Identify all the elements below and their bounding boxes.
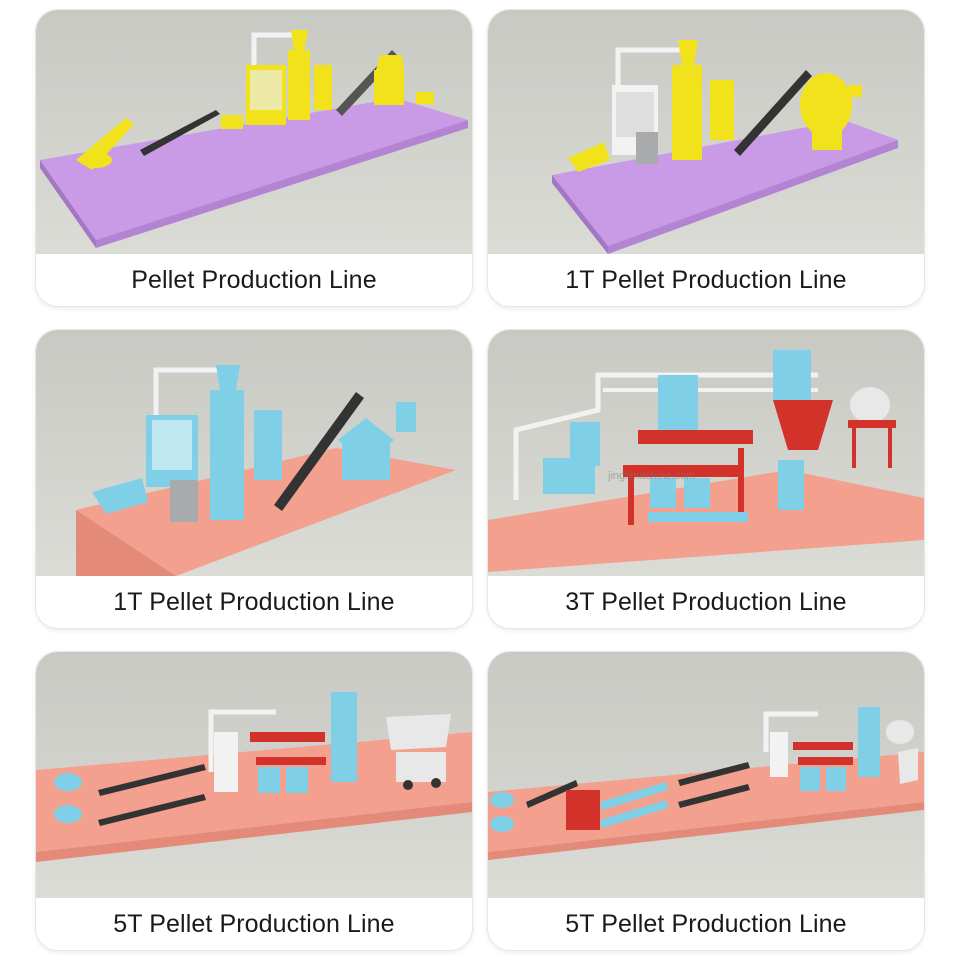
card-caption: 5T Pellet Production Line bbox=[488, 898, 924, 950]
product-card-2[interactable]: 1T Pellet Production Line bbox=[488, 10, 924, 306]
product-image bbox=[36, 330, 472, 576]
product-image bbox=[36, 10, 472, 256]
product-image bbox=[488, 652, 924, 898]
product-card-6[interactable]: 5T Pellet Production Line bbox=[488, 652, 924, 950]
product-card-1[interactable]: Pellet Production Line bbox=[36, 10, 472, 306]
card-caption: 1T Pellet Production Line bbox=[488, 254, 924, 306]
product-image bbox=[488, 10, 924, 256]
product-card-4[interactable]: jingiimachine.com 3T Pellet Production L… bbox=[488, 330, 924, 628]
product-image bbox=[36, 652, 472, 898]
card-caption: Pellet Production Line bbox=[36, 254, 472, 306]
product-image: jingiimachine.com bbox=[488, 330, 924, 576]
product-card-3[interactable]: 1T Pellet Production Line bbox=[36, 330, 472, 628]
card-caption: 1T Pellet Production Line bbox=[36, 576, 472, 628]
card-caption: 3T Pellet Production Line bbox=[488, 576, 924, 628]
card-caption: 5T Pellet Production Line bbox=[36, 898, 472, 950]
product-card-5[interactable]: 5T Pellet Production Line bbox=[36, 652, 472, 950]
watermark: jingiimachine.com bbox=[608, 470, 696, 482]
